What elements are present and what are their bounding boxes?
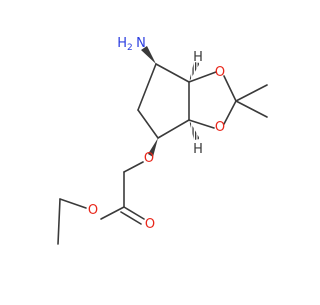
bond-oether-ch2 [123,161,144,173]
bond-ch2-ch3 [57,198,61,245]
amine-n-label: N [136,36,146,51]
bond-carbonyl-oester [100,206,125,220]
bond-o3-c6 [188,119,215,129]
structure-diagram: H2 N O O H H O O O [57,36,268,245]
ether-o-label: O [144,151,154,166]
ester-o-single-label: O [88,203,98,218]
hash-c6-h [189,120,200,140]
bond-c6-c7 [157,119,190,139]
ring-o-upper-label: O [215,65,225,80]
stereo-h-upper-label: H [193,50,203,65]
ring-o-lower-label: O [215,120,225,135]
hash-c5-h [189,62,200,82]
bond-c5-o1 [188,71,217,83]
amine-h-label: H2 [117,36,133,53]
bond-c4-c5 [155,63,190,83]
bond-carbonyl-o-a [123,206,145,220]
bond-c7-c8 [137,109,159,139]
ester-o-carbonyl-label: O [145,217,155,232]
wedge-c7-o [148,138,158,157]
molecule-structure: H2 N O O H H O O O [57,36,268,245]
bond-oester-ch2 [59,198,87,209]
bond-c2-methyl-b [235,100,268,118]
bond-c8-c4 [137,63,157,111]
bond-c2-methyl-a [235,84,268,102]
atom-labels: H2 N O O H H O O O [88,36,225,232]
bond-o1-c2 [223,75,237,102]
stereo-h-lower-label: H [193,142,203,157]
bonds [57,63,268,245]
wedges [141,46,200,157]
bond-c2-o3 [223,100,237,125]
bond-carbonyl-o-b [120,211,142,225]
wedge-c4-n [141,46,156,64]
